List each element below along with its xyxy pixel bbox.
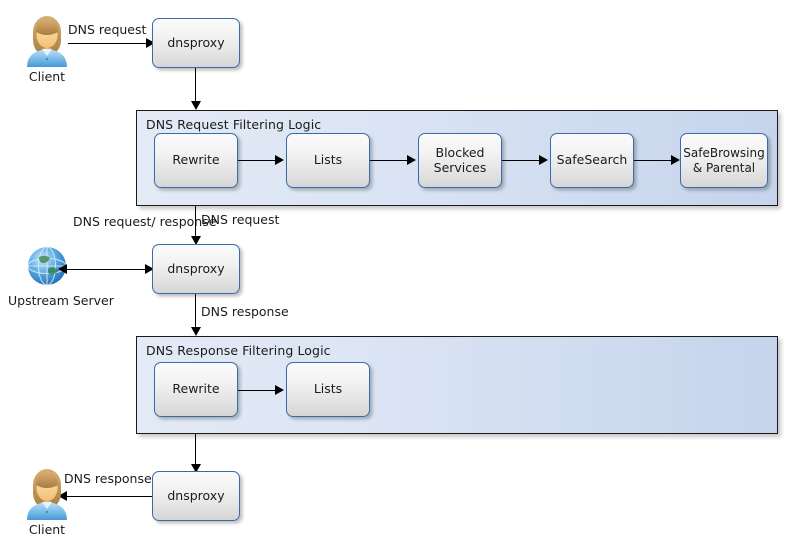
request-stage-safesearch[interactable]: SafeSearch [550, 133, 634, 188]
edge-label-upstream-exchange-line3: response [159, 214, 217, 229]
edge-proxy-to-response-panel-line [195, 294, 196, 332]
client-bottom-label: Client [28, 522, 66, 537]
dnsproxy-top-label: dnsproxy [167, 34, 225, 50]
request-stage-blocked-services-label-2: Services [433, 159, 487, 175]
request-stage-lists-label: Lists [313, 152, 343, 168]
dns-response-filtering-title: DNS Response Filtering Logic [146, 343, 331, 358]
edge-label-request-panel-to-proxy: DNS request [201, 212, 280, 227]
edge-proxy-to-request-panel-line [195, 68, 196, 102]
upstream-server-label-line2: Server [72, 293, 114, 308]
client-top-label: Client [28, 69, 66, 84]
arrowhead-blocked-to-safesearch [539, 155, 548, 165]
edge-safesearch-to-safebrowsing-line [634, 160, 674, 161]
dnsproxy-middle-box[interactable]: dnsproxy [152, 244, 240, 294]
dnsproxy-top-box[interactable]: dnsproxy [152, 18, 240, 68]
dns-request-filtering-title: DNS Request Filtering Logic [146, 117, 322, 132]
arrowhead-response-panel-to-proxy [191, 464, 201, 473]
edge-label-upstream-exchange-line2: request/ [103, 214, 156, 229]
edge-lists-to-blocked-line [370, 160, 410, 161]
upstream-server-label: Upstream Server [8, 293, 114, 308]
dns-response-filtering-panel: DNS Response Filtering Logic [136, 336, 778, 434]
arrowhead-lists-to-blocked [407, 155, 416, 165]
request-stage-safebrowsing-parental-label-1: SafeBrowsing [683, 146, 765, 161]
response-stage-rewrite-label: Rewrite [172, 381, 220, 397]
arrowhead-upstream-exchange-left [58, 264, 67, 274]
user-avatar-icon [27, 469, 67, 520]
request-stage-safesearch-label: SafeSearch [556, 152, 628, 168]
arrowhead-request-panel-to-proxy [191, 236, 201, 245]
response-stage-lists-label: Lists [313, 381, 343, 397]
edge-blocked-to-safesearch-line [502, 160, 542, 161]
request-stage-blocked-services[interactable]: Blocked Services [418, 133, 502, 188]
edge-response-panel-to-proxy-line [195, 434, 196, 470]
edge-response-rewrite-to-lists-line [238, 390, 278, 391]
arrowhead-proxy-to-client [58, 491, 67, 501]
request-stage-safebrowsing-parental-label-2: & Parental [692, 160, 756, 175]
response-stage-rewrite[interactable]: Rewrite [154, 362, 238, 417]
edge-label-upstream-exchange: DNS request/ response [73, 214, 216, 229]
edge-request-panel-to-proxy-line [195, 206, 196, 242]
arrowhead-safesearch-to-safebrowsing [671, 155, 680, 165]
arrowhead-proxy-to-response-panel [191, 327, 201, 336]
request-stage-blocked-services-label-1: Blocked [435, 144, 485, 160]
arrowhead-proxy-to-request-panel [191, 101, 201, 110]
dnsproxy-bottom-label: dnsproxy [167, 487, 225, 503]
arrowhead-response-rewrite-to-lists [275, 385, 284, 395]
dnsproxy-bottom-box[interactable]: dnsproxy [152, 471, 240, 521]
arrowhead-client-to-proxy [146, 38, 155, 48]
arrowhead-rewrite-to-lists [275, 155, 284, 165]
response-stage-lists[interactable]: Lists [286, 362, 370, 417]
user-avatar-icon [27, 16, 67, 67]
edge-upstream-exchange-line [65, 269, 151, 270]
edge-label-client-to-proxy: DNS request [68, 22, 147, 37]
dnsproxy-middle-label: dnsproxy [167, 260, 225, 276]
upstream-server-label-line1: Upstream [8, 293, 69, 308]
edge-label-proxy-to-response-panel: DNS response [201, 304, 289, 319]
edge-rewrite-to-lists-line [238, 160, 278, 161]
request-stage-safebrowsing-parental[interactable]: SafeBrowsing & Parental [680, 133, 768, 188]
arrowhead-upstream-exchange-right [145, 264, 154, 274]
edge-label-proxy-to-client: DNS response [64, 471, 152, 486]
edge-label-upstream-exchange-line1: DNS [73, 214, 100, 229]
edge-client-to-proxy-line [68, 43, 150, 44]
request-stage-rewrite[interactable]: Rewrite [154, 133, 238, 188]
edge-proxy-to-client-line [66, 496, 152, 497]
request-stage-lists[interactable]: Lists [286, 133, 370, 188]
request-stage-rewrite-label: Rewrite [172, 152, 220, 168]
